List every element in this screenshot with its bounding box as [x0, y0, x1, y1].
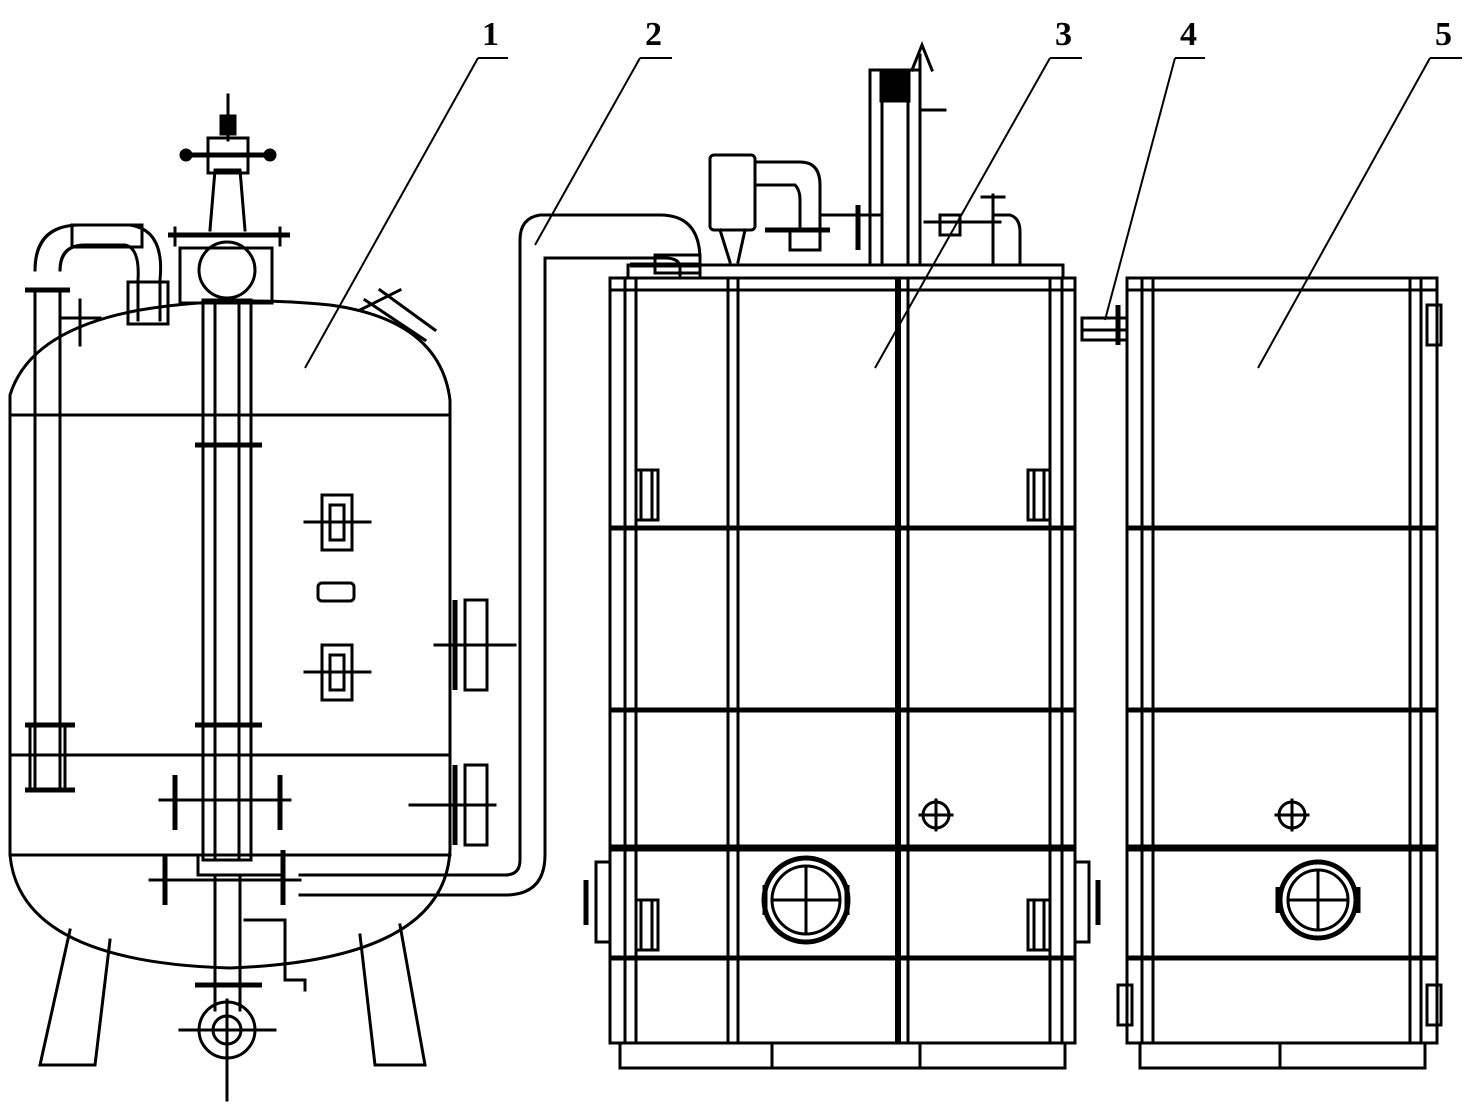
connecting-pipe	[298, 213, 702, 897]
callout-1: 1	[304, 16, 508, 369]
pressure-vessel	[8, 93, 517, 1102]
callout-4: 4	[1104, 16, 1205, 321]
callout-2: 2	[534, 16, 672, 246]
vessel-shell	[8, 299, 452, 970]
callout-5: 5	[1257, 16, 1462, 369]
connector-4	[1080, 305, 1129, 345]
callout-label-4: 4	[1180, 16, 1197, 53]
tank-5	[1116, 276, 1443, 1070]
nameplate	[316, 581, 356, 603]
callout-label-3: 3	[1055, 16, 1072, 53]
tank-3	[583, 40, 1101, 1070]
vessel-leg-right	[358, 923, 427, 1067]
callout-label-1: 1	[482, 16, 499, 53]
callout-label-5: 5	[1435, 16, 1452, 53]
callout-3: 3	[874, 16, 1082, 369]
vessel-leg-left	[38, 928, 112, 1067]
callout-label-2: 2	[645, 16, 662, 53]
